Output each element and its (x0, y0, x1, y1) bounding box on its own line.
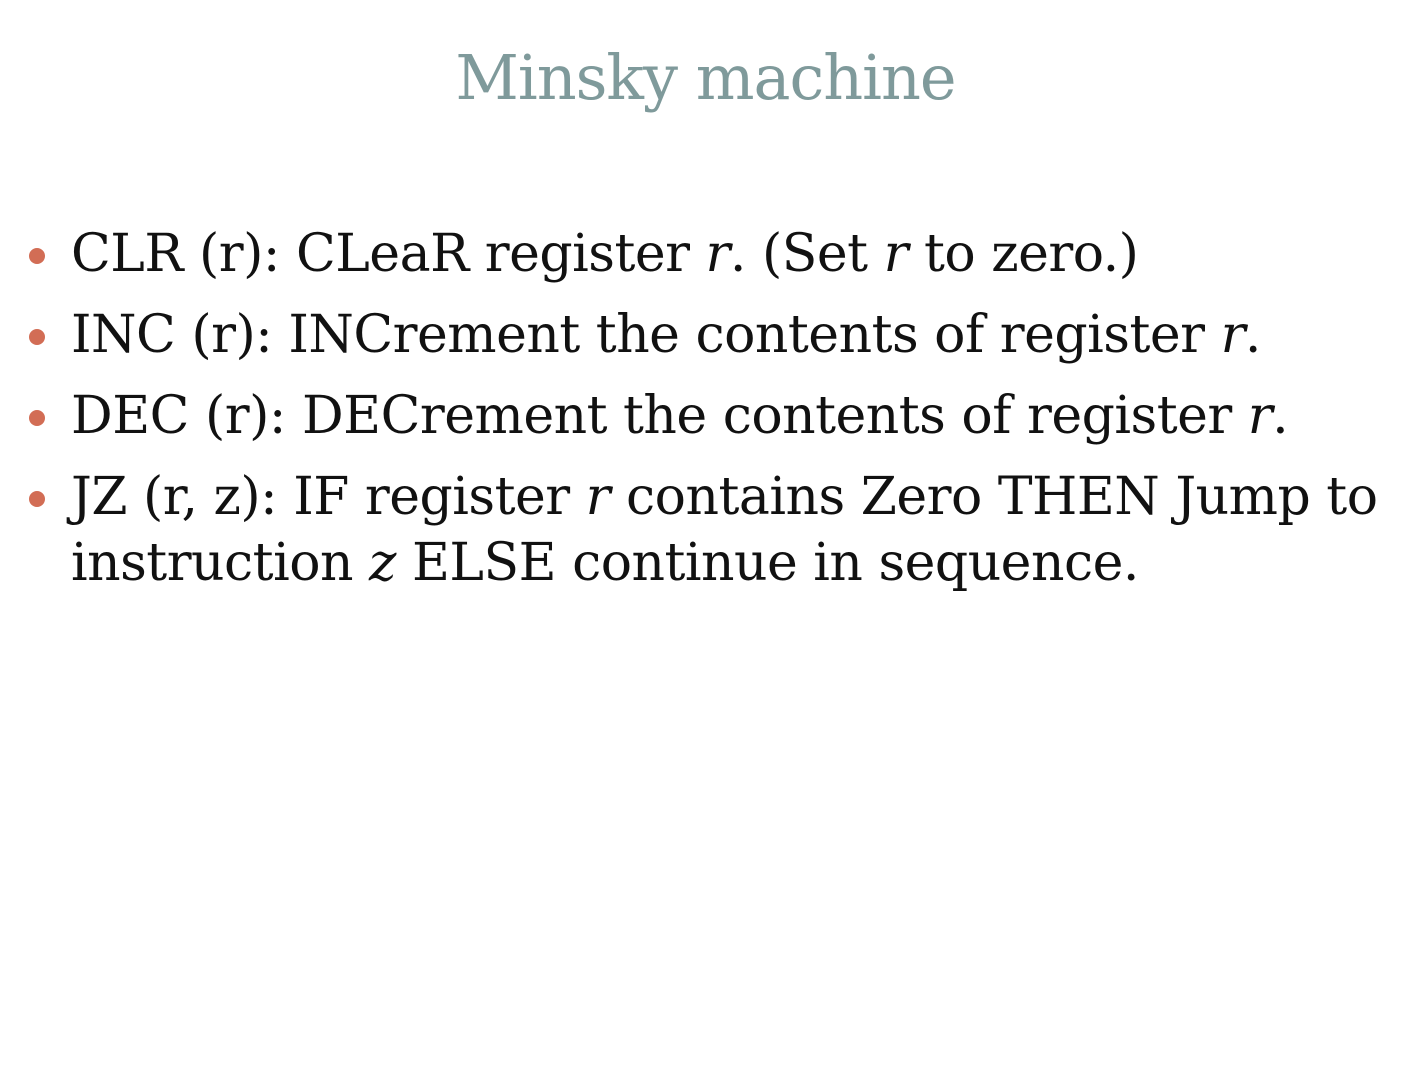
bullet-text: DEC (r): DECrement the contents of regis… (71, 386, 1289, 446)
bullet-dot-icon (29, 248, 45, 264)
slide-title: Minsky machine (455, 41, 956, 114)
bullet-item-dec: DEC (r): DECrement the contents of regis… (26, 384, 1396, 448)
bullet-item-clr: CLR (r): CLeaR register r. (Set r to zer… (26, 222, 1396, 286)
bullet-text: CLR (r): CLeaR register r. (Set r to zer… (71, 224, 1139, 284)
bullet-dot-icon (29, 491, 45, 507)
bullet-item-inc: INC (r): INCrement the contents of regis… (26, 303, 1396, 367)
bullet-text: INC (r): INCrement the contents of regis… (71, 305, 1261, 365)
bullet-dot-icon (29, 329, 45, 345)
bullet-dot-icon (29, 410, 45, 426)
bullet-list: CLR (r): CLeaR register r. (Set r to zer… (26, 222, 1396, 612)
bullet-item-jz: JZ (r, z): IF register r contains Zero T… (26, 465, 1396, 595)
bullet-text: JZ (r, z): IF register r contains Zero T… (71, 467, 1378, 593)
